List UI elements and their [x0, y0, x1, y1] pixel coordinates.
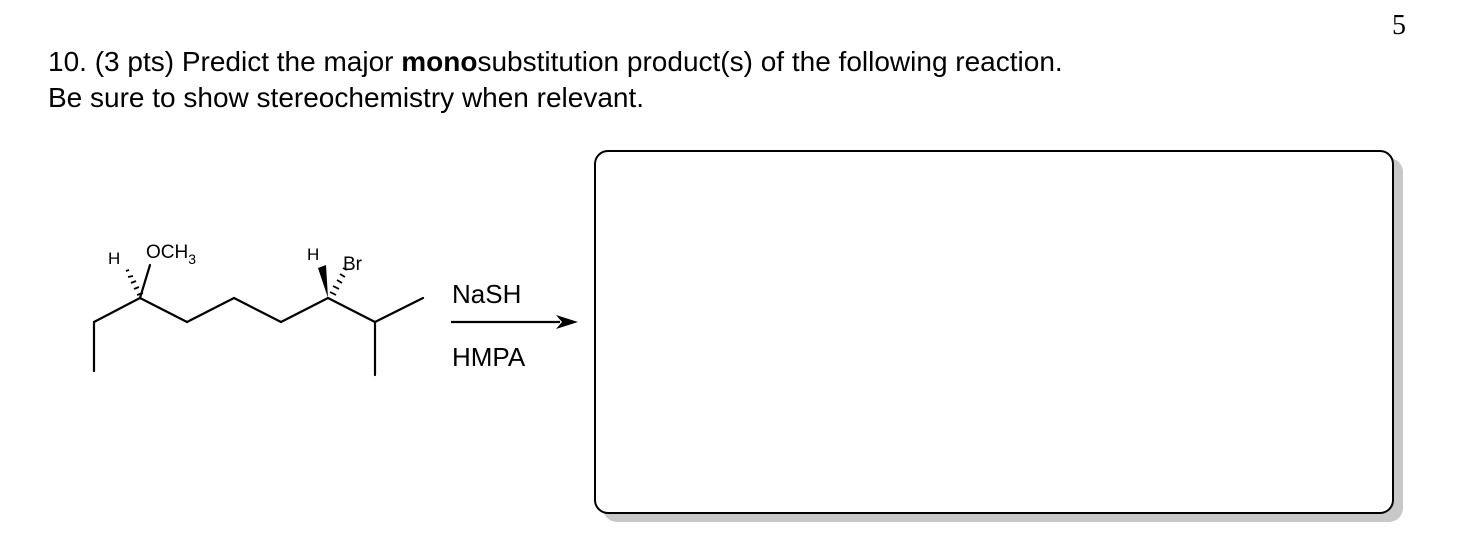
question-bold-word: mono	[401, 46, 478, 77]
molecule-skeleton	[92, 263, 425, 377]
question-line-1: 10. (3 pts) Predict the major monosubsti…	[48, 44, 1063, 80]
solvent-label: HMPA	[452, 342, 526, 372]
h-label-right: H	[307, 245, 319, 264]
bond-c6-c7	[279, 296, 330, 324]
bond-c3-c4	[138, 296, 189, 324]
bond-c8-c9	[373, 296, 425, 324]
bromine-label: Br	[343, 254, 363, 275]
question-line-2: Be sure to show stereochemistry when rel…	[48, 82, 645, 113]
answer-box[interactable]	[594, 150, 1394, 514]
bond-c4-c5	[185, 296, 236, 324]
reaction-arrow-head	[556, 315, 578, 329]
page-number: 5	[1392, 10, 1406, 41]
question-prefix: 10. (3 pts) Predict the major	[48, 46, 402, 77]
hashed-wedge-br	[329, 267, 348, 296]
hashed-wedge-h-left	[125, 269, 144, 296]
bond-c7-c8	[326, 296, 377, 324]
solid-wedge-h-right	[318, 265, 328, 298]
methoxy-label: OCH3	[146, 242, 196, 267]
bond-c2-c3	[92, 296, 142, 324]
bond-c5-c6	[232, 296, 283, 324]
question-suffix: substitution product(s) of the following…	[477, 46, 1063, 77]
reagent-label: NaSH	[452, 279, 521, 309]
question-text: 10. (3 pts) Predict the major monosubsti…	[48, 44, 1063, 116]
h-label-left: H	[108, 249, 120, 268]
